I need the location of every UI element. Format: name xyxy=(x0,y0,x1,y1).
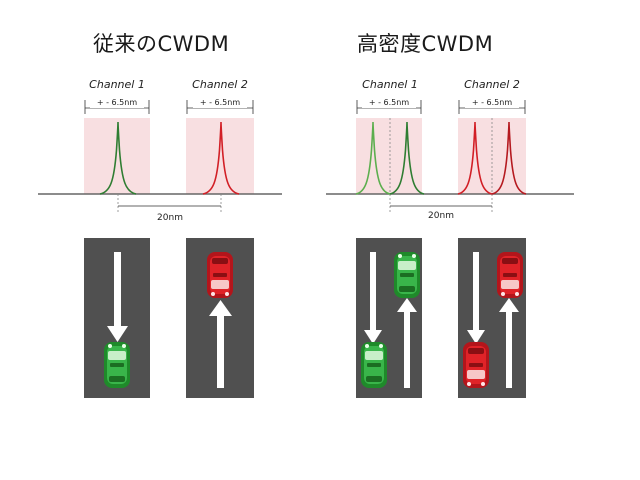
channel1-bandwidth: + - 6.5nm xyxy=(369,98,409,107)
channel2-bandwidth-bracket xyxy=(186,97,254,114)
arrow-icon xyxy=(364,252,382,344)
car-icon xyxy=(361,342,387,388)
channel-spacing-label: 20nm xyxy=(157,213,183,223)
arrow-icon xyxy=(107,252,128,342)
channel1-bandwidth-bracket xyxy=(84,97,150,114)
car-icon xyxy=(104,342,130,388)
car-icon xyxy=(394,252,420,298)
arrow-icon xyxy=(397,298,417,388)
channel2-bandwidth: + - 6.5nm xyxy=(472,98,512,107)
channel2-peak-b xyxy=(491,121,527,195)
car-icon xyxy=(463,342,489,388)
channel2-peak xyxy=(202,121,240,195)
left-spectrum: Channel 1 Channel 2 + - 6.5nm + - 6.5nm … xyxy=(38,78,282,223)
arrow-icon xyxy=(499,298,519,388)
channel2-label: Channel 2 xyxy=(464,78,520,91)
arrow-icon xyxy=(209,300,232,388)
channel-spacing-label: 20nm xyxy=(428,211,454,221)
channel1-peak-a xyxy=(355,121,391,195)
channel2-peak-a xyxy=(457,121,493,195)
right-spectrum: Channel 1 Channel 2 + - 6.5nm + - 6.5nm … xyxy=(326,78,574,221)
channel2-label: Channel 2 xyxy=(192,78,248,91)
channel1-bandwidth-bracket xyxy=(356,97,422,114)
title-conventional-cwdm: 従来のCWDM xyxy=(93,32,230,56)
channel1-peak xyxy=(99,121,137,195)
car-icon xyxy=(497,252,523,298)
channel1-label: Channel 1 xyxy=(362,78,418,91)
left-roads xyxy=(84,238,254,398)
channel2-bandwidth: + - 6.5nm xyxy=(200,98,240,107)
arrow-icon xyxy=(467,252,485,344)
channel2-bandwidth-bracket xyxy=(458,97,526,114)
car-icon xyxy=(207,252,233,298)
channel1-bandwidth: + - 6.5nm xyxy=(97,98,137,107)
channel1-peak-b xyxy=(389,121,425,195)
right-roads xyxy=(356,238,526,398)
title-dense-cwdm: 高密度CWDM xyxy=(357,32,494,56)
channel1-label: Channel 1 xyxy=(89,78,145,91)
